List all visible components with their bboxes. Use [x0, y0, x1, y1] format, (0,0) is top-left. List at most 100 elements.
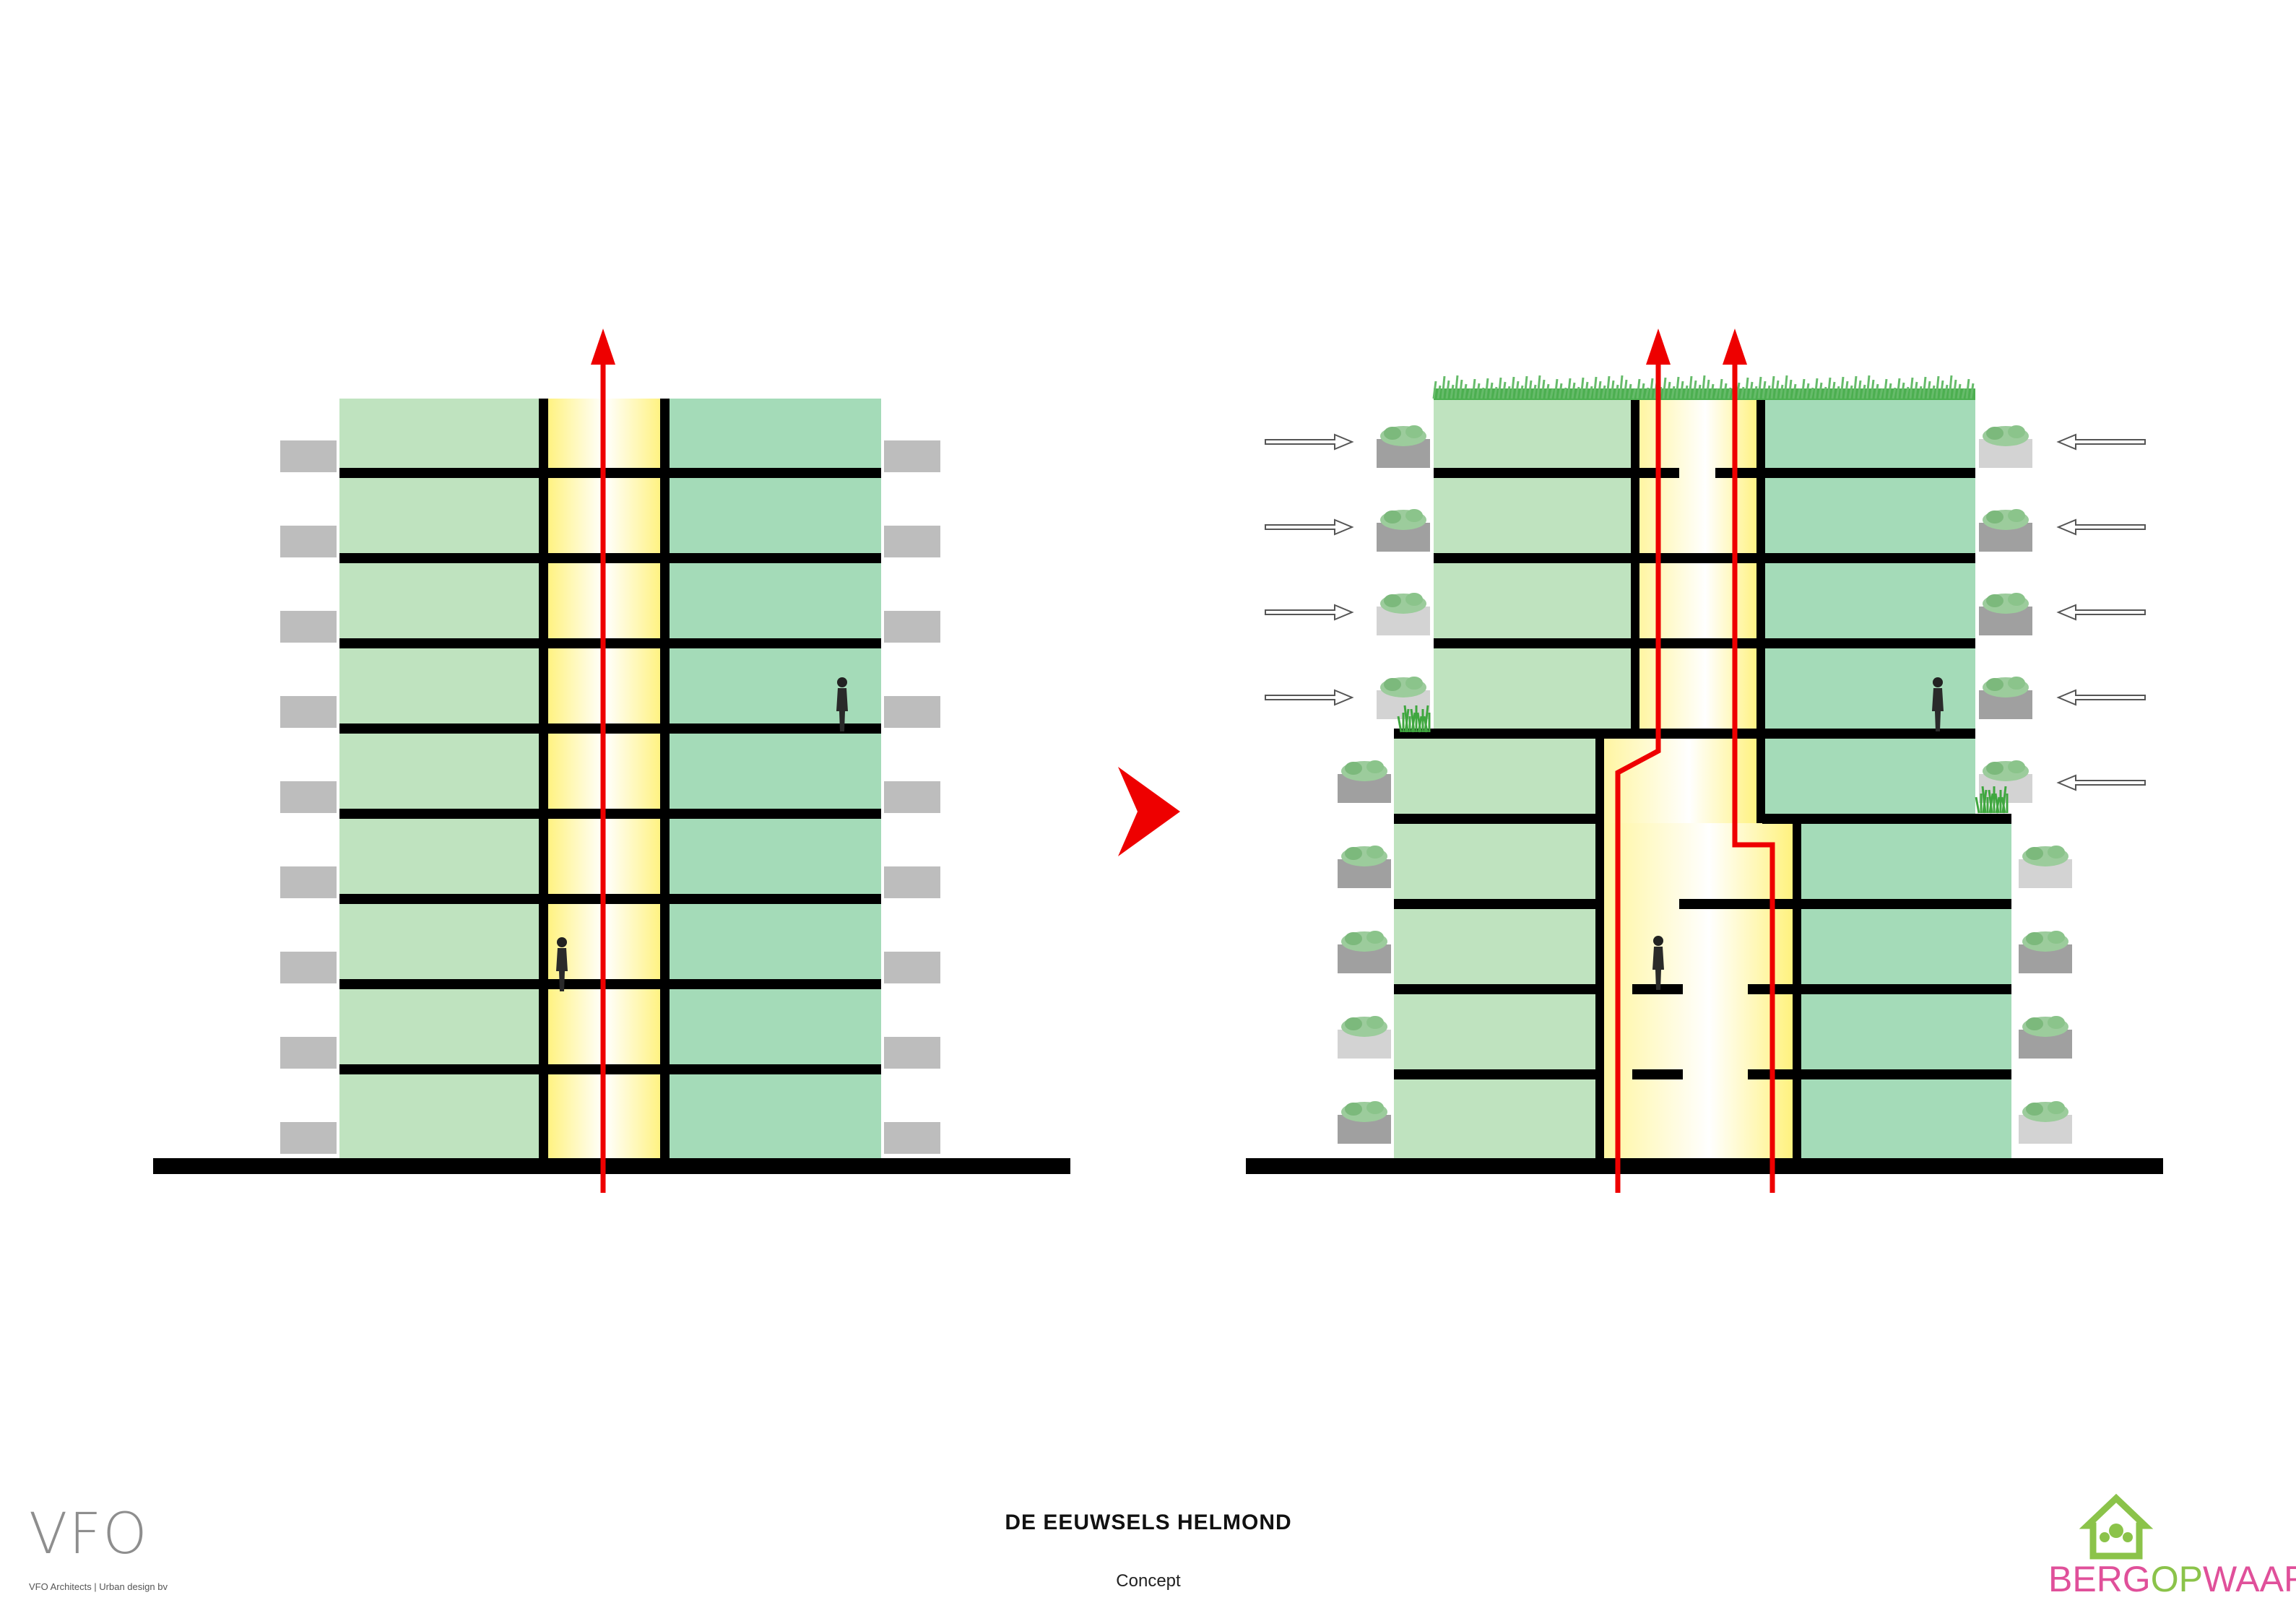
grass-blade — [1718, 378, 1723, 399]
grass-blade — [1497, 377, 1502, 399]
grass-blade — [1926, 381, 1931, 399]
grass-blade — [1892, 387, 1897, 399]
airflow-arrow — [1723, 329, 1775, 1193]
planter-greenery — [2048, 846, 2065, 859]
grass-blade — [1788, 379, 1793, 399]
grass-blade — [1584, 381, 1589, 399]
grass-blade — [1562, 387, 1567, 399]
upper-left-apartments — [1434, 399, 1636, 738]
grass-blade — [1688, 375, 1693, 399]
grass-blade — [1580, 377, 1585, 399]
grass-blade — [1762, 381, 1767, 399]
grass-blade — [1931, 385, 1936, 399]
grass-blade — [1857, 380, 1862, 399]
floor-slab — [1434, 468, 1679, 478]
planter-greenery — [2008, 425, 2025, 438]
planter-greenery — [2026, 1103, 2043, 1116]
grass-blade — [1528, 380, 1533, 399]
grass-blade — [1632, 388, 1637, 399]
floor-slab — [1632, 1069, 1683, 1079]
floor-slab — [1762, 638, 1975, 648]
grass-blade — [1450, 384, 1455, 399]
grass-blade — [1541, 379, 1546, 399]
upper-right-apartments — [1762, 399, 1975, 819]
planter-greenery — [2026, 847, 2043, 860]
balcony — [280, 611, 337, 643]
planter-greenery — [1986, 427, 2003, 440]
grass-blade — [1913, 381, 1918, 399]
project-title: DE EEUWSELS HELMOND — [1005, 1511, 1292, 1534]
grass-blade — [1519, 385, 1524, 399]
grass-blade — [1403, 705, 1409, 733]
floor-slab — [339, 809, 881, 819]
atrium-wall-right — [660, 399, 670, 1159]
planter-greenery — [1345, 1103, 1362, 1116]
grass-blade — [1484, 378, 1489, 399]
grass-blade — [1523, 375, 1528, 399]
vfo-caption: VFO Architects | Urban design bv — [29, 1581, 168, 1592]
grass-blade — [1981, 786, 1987, 814]
grass-blade — [1510, 376, 1515, 399]
grass-blade — [1489, 382, 1494, 399]
planter-greenery — [1366, 846, 1384, 859]
grass-blade — [1649, 378, 1654, 399]
upper-atrium — [1636, 399, 1762, 738]
grass-blade — [1619, 375, 1624, 399]
grass-blade — [1593, 376, 1598, 399]
grass-blade — [1887, 383, 1892, 399]
ground-line — [1246, 1158, 2163, 1174]
planter-icon — [1377, 509, 1430, 552]
planter-greenery — [1366, 760, 1384, 773]
grass-blade — [1610, 380, 1615, 399]
floor-slab — [1715, 468, 1975, 478]
floor-slabs — [339, 468, 881, 1074]
planter-icon — [1979, 593, 2032, 635]
balcony — [280, 1122, 337, 1154]
grass-blade — [1671, 386, 1676, 399]
atrium-wall-left — [539, 399, 548, 1159]
balcony — [884, 952, 940, 983]
grass-blade — [1471, 378, 1476, 399]
grass-blade — [1697, 384, 1702, 399]
brand-part-3: WAARTS — [2202, 1559, 2296, 1599]
grass-blade — [1597, 381, 1602, 399]
atrium-wall — [1595, 738, 1604, 1158]
wind-arrow-icon — [2056, 774, 2146, 791]
grass-blade — [1900, 382, 1905, 399]
planter-icon — [1338, 1101, 1391, 1144]
grass-blade — [1779, 384, 1784, 399]
planter-icon — [1979, 425, 2032, 468]
grass-blade — [1662, 377, 1667, 399]
subtitle: Concept — [1116, 1571, 1181, 1591]
grass-blade — [1866, 375, 1871, 399]
balcony — [280, 952, 337, 983]
floor-slab — [1748, 984, 2011, 994]
balconies — [280, 440, 940, 1154]
grass-blade — [1770, 375, 1775, 399]
person-icon — [1652, 936, 1664, 990]
grass-blade — [1909, 377, 1914, 399]
grass-blade — [1896, 378, 1901, 399]
balcony — [280, 781, 337, 813]
vfo-logo: VFO — [29, 1502, 149, 1567]
floor-slab — [339, 638, 881, 648]
planter-greenery — [1405, 425, 1423, 438]
grass-blade — [1502, 381, 1507, 399]
grass-blade — [1957, 383, 1962, 399]
floor-slab — [339, 553, 881, 563]
planter-icon — [2019, 1101, 2072, 1144]
grass-blade — [1861, 384, 1866, 399]
grass-blade — [1558, 383, 1563, 399]
planter-greenery — [1366, 931, 1384, 944]
grass-blade — [1692, 380, 1697, 399]
grass-blade — [1935, 375, 1940, 399]
floor-slab — [1394, 814, 1600, 824]
planter-icon — [2019, 1016, 2072, 1059]
grass-blade — [1571, 382, 1576, 399]
grass-blade — [1753, 386, 1758, 399]
grass-blade — [1988, 789, 1993, 814]
airflow-arrow — [591, 329, 615, 1193]
grass-blade — [1970, 383, 1975, 399]
wind-arrow-icon — [1265, 689, 1354, 706]
wind-arrows — [1265, 433, 2146, 791]
